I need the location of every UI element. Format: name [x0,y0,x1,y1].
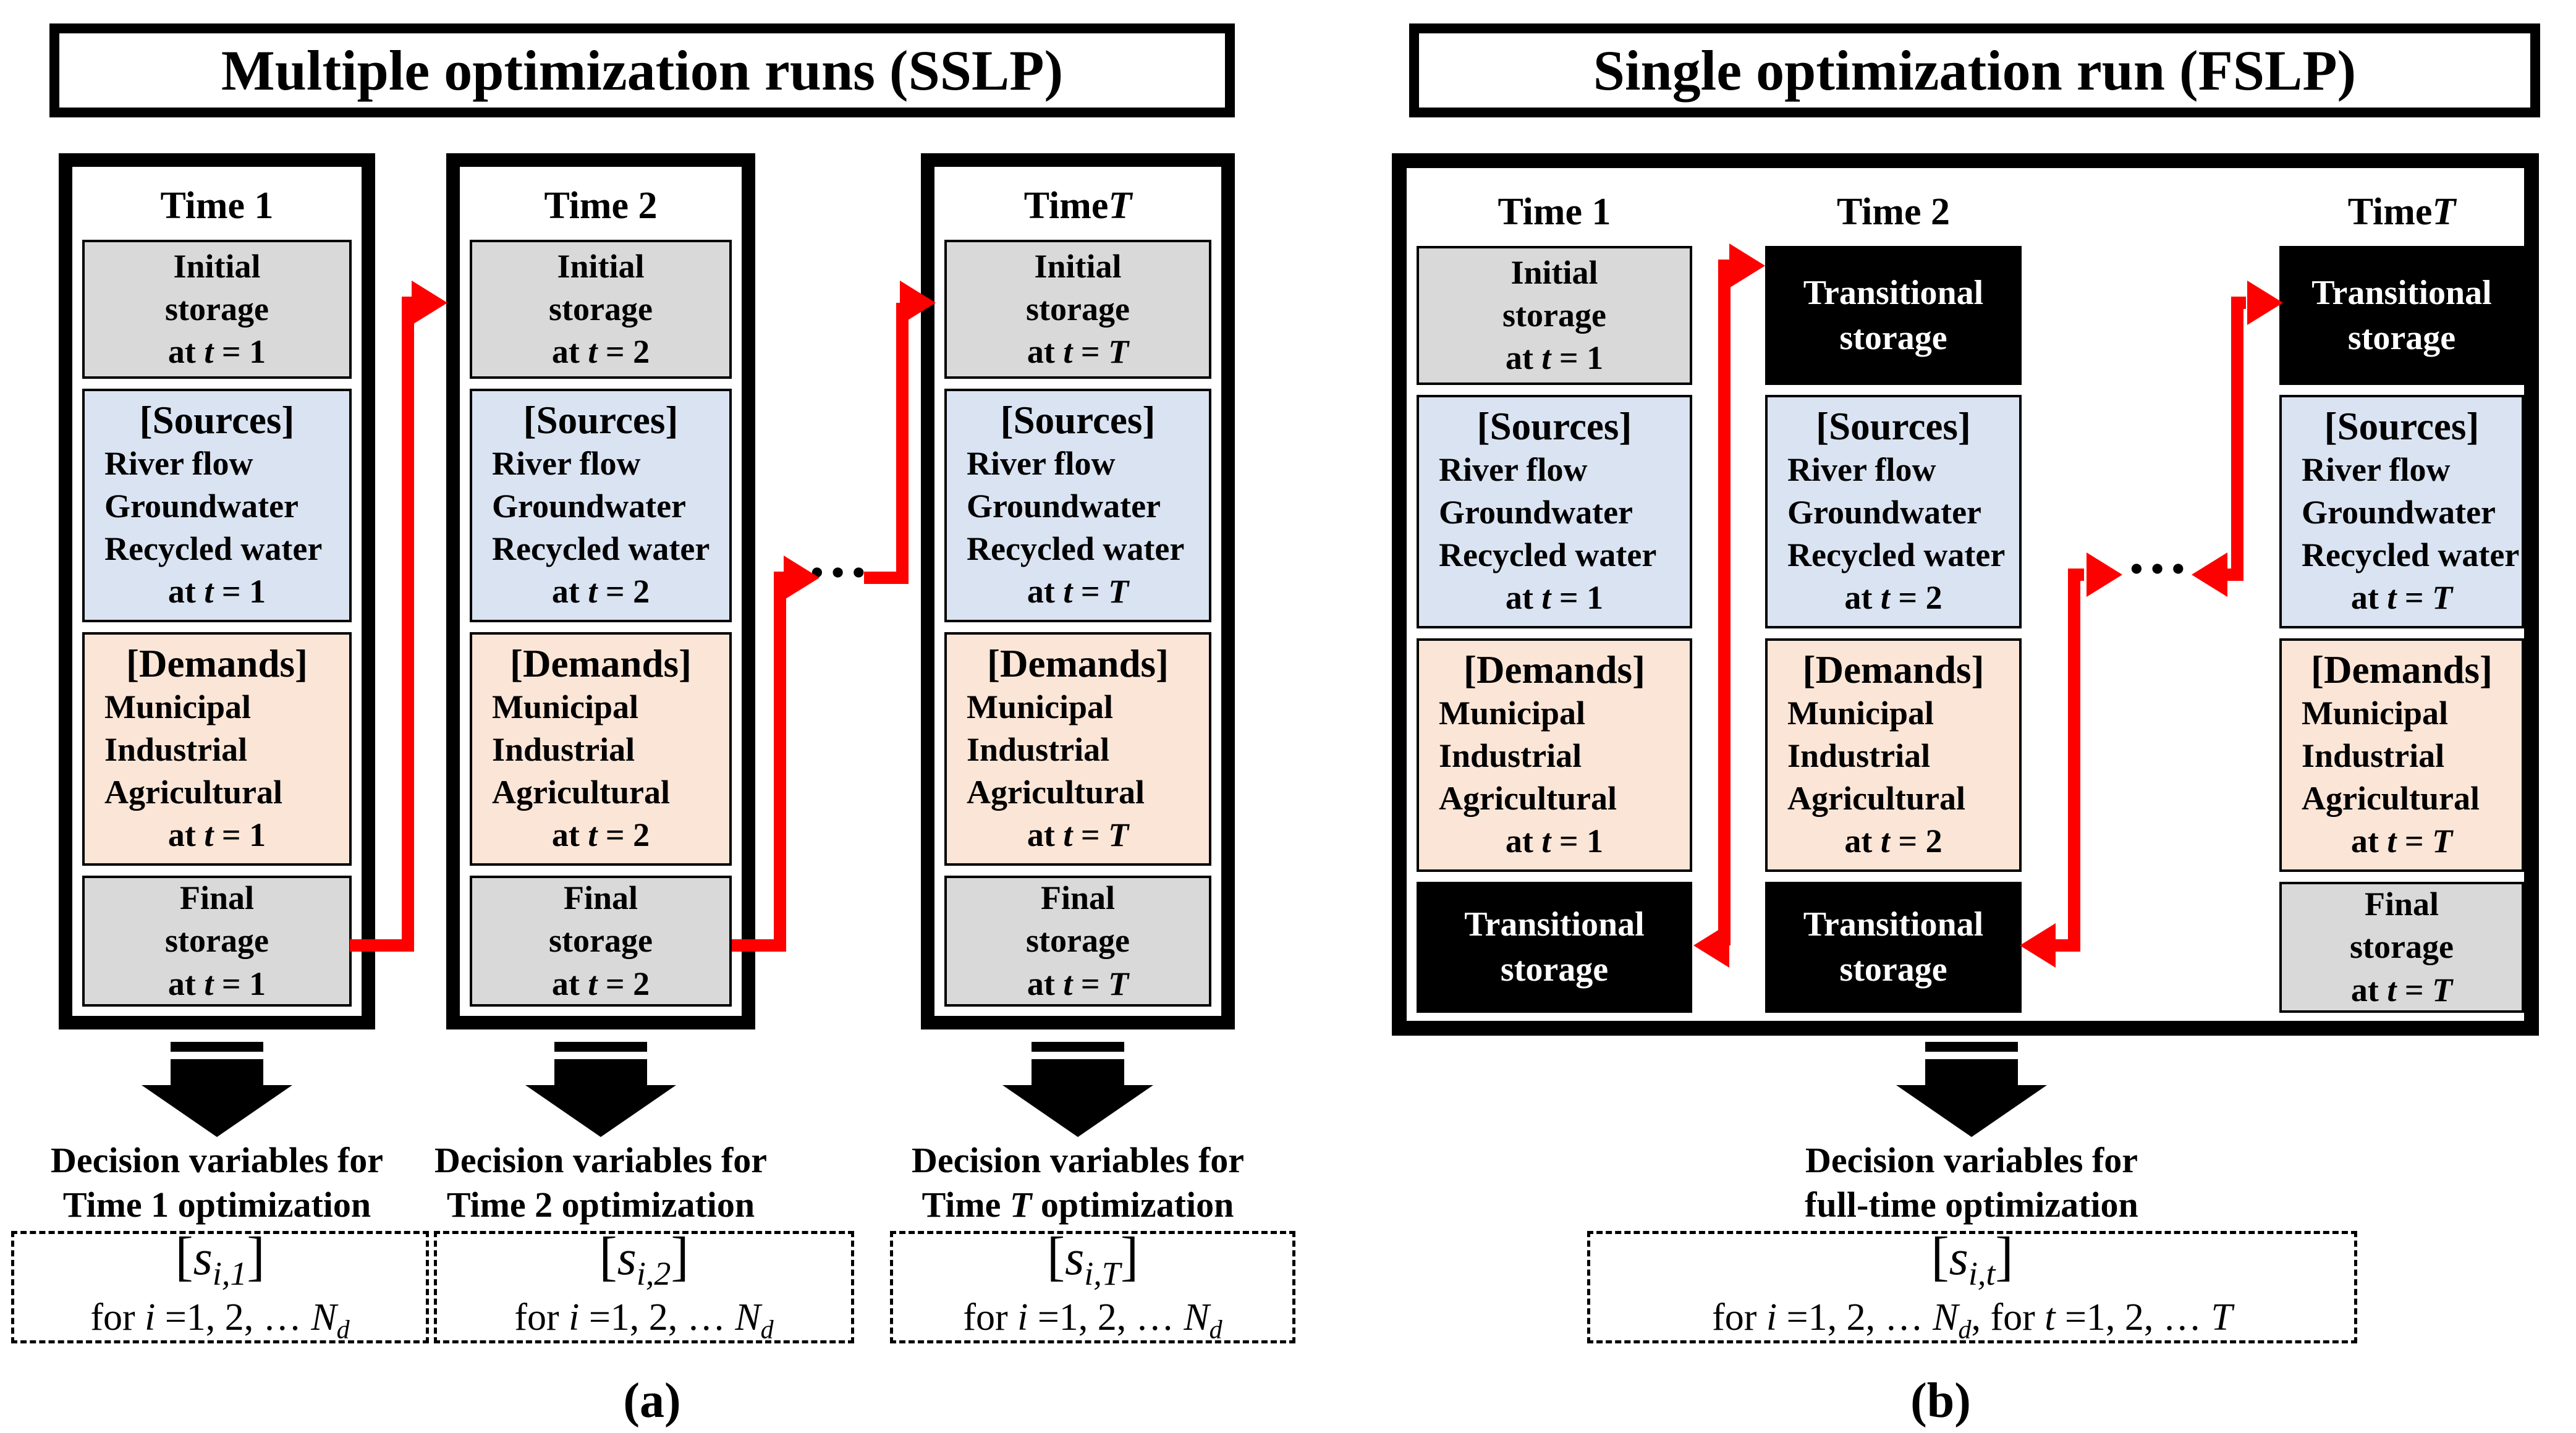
fslp-column-time1: Time 1 Initial storage at t = 1 [Sources… [1417,173,1692,1023]
demands-box: [Demands] Municipal Industrial Agricultu… [470,632,732,866]
decision-label-fulltime: Decision variables for full-time optimiz… [1805,1140,2138,1225]
sources-box: [Sources] River flow Groundwater Recycle… [2279,395,2524,628]
decision-variables-box-timeT: [si,T] for i =1, 2, … Nd [890,1228,1295,1345]
sslp-title-text: Multiple optimization runs (SSLP) [221,39,1064,102]
sslp-column-time1: Time 1 Initial storage at t = 1 [Sources… [59,153,375,1029]
decision-variables-box-time2: [si,2] for i =1, 2, … Nd [434,1228,854,1345]
transitional-storage-box: Transitional storage [1765,882,2022,1013]
caption-a: (a) [623,1374,681,1428]
decision-label-time1: Decision variables for Time 1 optimizati… [50,1140,384,1225]
fslp-outer-box: Time 1 Initial storage at t = 1 [Sources… [1392,153,2539,1036]
decision-label-time2: Decision variables for Time 2 optimizati… [434,1140,768,1225]
final-storage-box: Final storage at t = T [2279,882,2524,1013]
final-storage-box: Final storage at t = 1 [82,876,352,1007]
initial-storage-box: Initial storage at t = 2 [470,240,732,379]
fslp-column-timeT: Time T Transitional storage [Sources] Ri… [2279,173,2524,1023]
fslp-panel-title: Single optimization run (FSLP) [1409,23,2540,117]
sources-box: [Sources] River flow Groundwater Recycle… [470,389,732,622]
ellipsis-dots: … [2126,518,2192,586]
fslp-title-text: Single optimization run (FSLP) [1593,39,2357,102]
sslp-panel-title: Multiple optimization runs (SSLP) [49,23,1235,117]
caption-b: (b) [1910,1374,1971,1428]
column-header: Time 2 [544,184,658,227]
transitional-storage-box: Transitional storage [2279,246,2524,385]
demands-box: [Demands] Municipal Industrial Agricultu… [1417,638,1692,872]
final-storage-box: Final storage at t = T [944,876,1211,1007]
final-storage-box: Final storage at t = 2 [470,876,732,1007]
initial-storage-box: Initial storage at t = T [944,240,1211,379]
decision-label-timeT: Decision variables for Time T optimizati… [911,1140,1245,1225]
column-header: Time 1 [160,184,274,227]
ellipsis-dots: … [807,522,872,590]
fslp-column-time2: Time 2 Transitional storage [Sources] Ri… [1765,173,2022,1023]
sources-box: [Sources] River flow Groundwater Recycle… [1417,395,1692,628]
sources-box: [Sources] River flow Groundwater Recycle… [82,389,352,622]
sources-box: [Sources] River flow Groundwater Recycle… [944,389,1211,622]
sslp-column-time2: Time 2 Initial storage at t = 2 [Sources… [446,153,755,1029]
column-header: Time 2 [1836,190,1951,233]
decision-variables-box-time1: [si,1] for i =1, 2, … Nd [11,1228,429,1345]
demands-box: [Demands] Municipal Industrial Agricultu… [82,632,352,866]
down-arrow-time1 [142,1042,292,1137]
demands-box: [Demands] Municipal Industrial Agricultu… [1765,638,2022,872]
demands-box: [Demands] Municipal Industrial Agricultu… [2279,638,2524,872]
down-arrow-fulltime [1896,1042,2047,1137]
column-header: Time 1 [1498,190,1611,233]
sources-box: [Sources] River flow Groundwater Recycle… [1765,395,2022,628]
sslp-column-timeT: Time T Initial storage at t = T [Sources… [921,153,1235,1029]
transitional-storage-box: Transitional storage [1417,882,1692,1013]
initial-storage-box: Initial storage at t = 1 [82,240,352,379]
column-header: Time T [1023,184,1132,227]
down-arrow-timeT [1002,1042,1153,1137]
demands-box: [Demands] Municipal Industrial Agricultu… [944,632,1211,866]
column-header: Time T [2347,190,2456,233]
initial-storage-box: Initial storage at t = 1 [1417,246,1692,385]
decision-variables-box-fulltime: [si,t] for i =1, 2, … Nd, for t =1, 2, …… [1587,1228,2357,1345]
transitional-storage-box: Transitional storage [1765,246,2022,385]
down-arrow-time2 [525,1042,676,1137]
